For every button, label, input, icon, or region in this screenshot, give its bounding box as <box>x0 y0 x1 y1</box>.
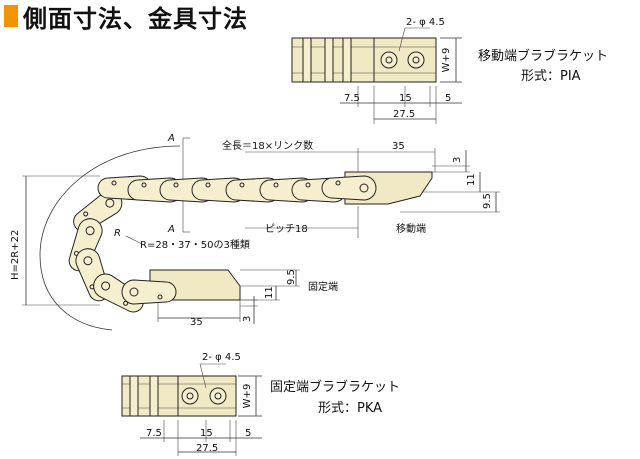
pka-name: 固定端ブラブラケット <box>270 379 400 395</box>
pka-type: 形式：PKA <box>318 401 382 416</box>
page-title: 側面寸法、金具寸法 <box>23 4 248 33</box>
chain-link <box>321 175 377 201</box>
total-length-label: 全長＝18×リンク数 <box>222 139 313 152</box>
pitch-label: ピッチ18 <box>265 223 308 235</box>
pia-dim-total: 27.5 <box>393 109 415 120</box>
pia-link-3 <box>342 37 352 83</box>
dim-9-5-bottom: 9.5 <box>286 269 297 285</box>
dim-3-top: 3 <box>452 157 463 163</box>
dim-11-top: 11 <box>466 173 477 186</box>
pia-dim-mid: 15 <box>399 93 412 104</box>
pka-bracket-drawing <box>121 363 262 456</box>
radius-values-label: R=28・37・50の3種類 <box>140 238 250 251</box>
pia-name: 移動端ブラブラケット <box>478 48 608 64</box>
pia-bracket-drawing <box>291 27 462 124</box>
moving-end-label: 移動端 <box>396 222 426 235</box>
pia-type: 形式：PIA <box>521 69 581 84</box>
title-bar: 側面寸法、金具寸法 <box>4 2 248 33</box>
dim-35-top: 35 <box>392 141 405 152</box>
pia-dim-right: 5 <box>445 93 451 104</box>
pka-width-label: W+9 <box>242 384 253 409</box>
fixed-end-label: 固定端 <box>308 280 338 293</box>
section-a-top: A <box>167 133 175 144</box>
pia-hole-label: 2- φ 4.5 <box>406 17 445 28</box>
title-marker <box>4 5 18 27</box>
dim-35-bottom: 35 <box>190 317 203 328</box>
chain-link <box>121 279 177 305</box>
chain-links <box>68 175 377 313</box>
pka-link-2 <box>149 375 159 417</box>
pia-width-label: W+9 <box>441 48 452 73</box>
pka-dim-total: 27.5 <box>196 443 218 454</box>
pka-dim-right: 5 <box>245 428 251 439</box>
dim-11-bottom: 11 <box>264 286 275 299</box>
pia-link-2 <box>324 37 334 83</box>
section-a-bottom: A <box>167 224 175 235</box>
bend-outline <box>39 145 181 331</box>
radius-r-label: R <box>114 228 121 239</box>
pka-dim-mid: 15 <box>200 428 213 439</box>
dim-9-5-top: 9.5 <box>482 193 493 209</box>
pka-hole-label: 2- φ 4.5 <box>202 352 241 363</box>
dim-3-bottom: 3 <box>242 316 253 322</box>
pia-dim-left: 7.5 <box>344 93 360 104</box>
pka-link-1 <box>129 375 139 417</box>
pka-dim-left: 7.5 <box>146 428 162 439</box>
pia-link-1 <box>302 37 312 83</box>
height-label: H=2R+22 <box>10 230 21 280</box>
